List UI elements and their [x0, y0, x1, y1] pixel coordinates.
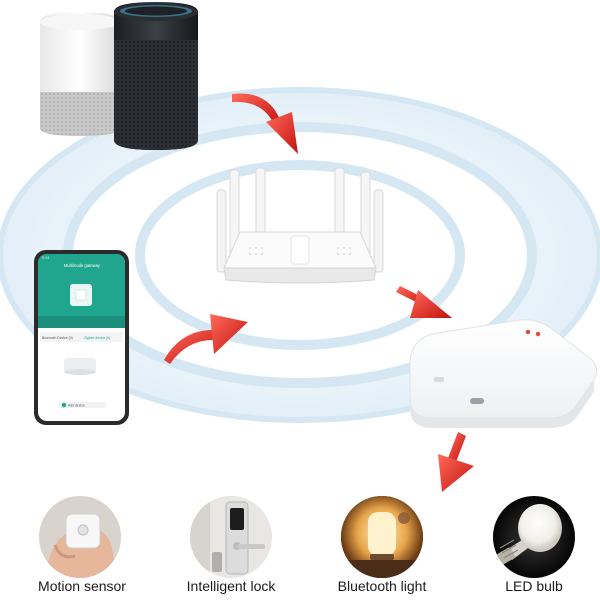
- device-label-intelligent-lock: Intelligent lock: [161, 578, 301, 594]
- phone-tab-left: Bluetooth Device (0): [42, 336, 73, 340]
- motion-sensor-icon: [39, 496, 121, 578]
- gateway-hub: [410, 320, 597, 428]
- bulb-icon: [493, 496, 575, 578]
- smart-speaker-black: [114, 2, 198, 150]
- smartphone: 9:41 Multimode gateway Bluetooth Device …: [34, 250, 129, 425]
- smart-speaker-white: [40, 12, 120, 136]
- phone-status-time: 9:41: [42, 255, 51, 260]
- phone-tab-right: Zigbee device (0): [84, 336, 110, 340]
- phone-add-device-label: Add device: [68, 404, 85, 408]
- device-label-bluetooth-light: Bluetooth light: [312, 578, 452, 594]
- device-label-led-bulb: LED bulb: [464, 578, 600, 594]
- device-label-motion-sensor: Motion sensor: [12, 578, 152, 594]
- lock-icon: [190, 496, 272, 578]
- lamp-icon: [341, 496, 423, 578]
- arrow-hub-to-devices: [438, 432, 474, 492]
- phone-header-title: Multimode gateway: [64, 263, 101, 268]
